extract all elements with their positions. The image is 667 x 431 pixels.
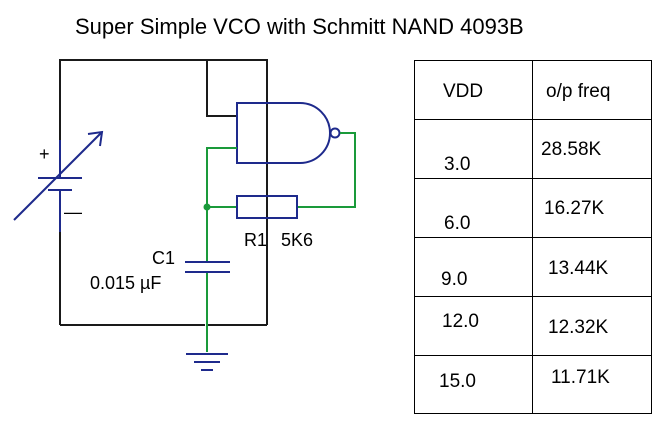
resistor-label: R1 [244,230,267,250]
capacitor-label: C1 [152,248,175,268]
vdd-cell: 6.0 [444,213,471,234]
table-row: 9.0 13.44K [415,237,651,297]
table-row: 12.0 12.32K [415,296,651,356]
vdd-cell: 12.0 [442,311,479,332]
capacitor-c1 [185,261,230,273]
table-row: 15.0 11.71K [415,355,651,413]
frequency-table: VDD o/p freq 3.0 28.58K 6.0 16.27K 9.0 1… [414,60,652,414]
frame-wires [59,59,268,326]
vdd-cell: 3.0 [444,154,471,175]
header-vdd: VDD [443,81,484,102]
table-row: 3.0 28.58K [415,119,651,179]
freq-cell: 12.32K [548,317,609,338]
nand-gate-icon [236,102,341,164]
freq-cell: 16.27K [544,198,605,219]
capacitor-value: 0.015 µF [90,273,161,293]
ground-icon [186,353,228,371]
variable-supply [13,130,104,232]
supply-plus-label: + [39,144,50,164]
diagram-title: Super Simple VCO with Schmitt NAND 4093B [75,14,524,39]
freq-cell: 13.44K [548,258,609,279]
vdd-cell: 9.0 [441,269,468,290]
resistor-value: 5K6 [281,230,313,250]
resistor-r1 [236,195,298,219]
junction-node [203,203,211,211]
supply-minus-label: — [64,202,82,222]
header-freq: o/p freq [546,81,611,102]
vco-schematic: + — R1 5K6 C1 0.015 µF [13,59,356,371]
table-header-row: VDD o/p freq [415,61,651,120]
freq-cell: 11.71K [551,367,610,388]
table-row: 6.0 16.27K [415,178,651,238]
feedback-wires [206,132,356,352]
freq-cell: 28.58K [541,139,602,160]
vdd-cell: 15.0 [439,371,476,392]
